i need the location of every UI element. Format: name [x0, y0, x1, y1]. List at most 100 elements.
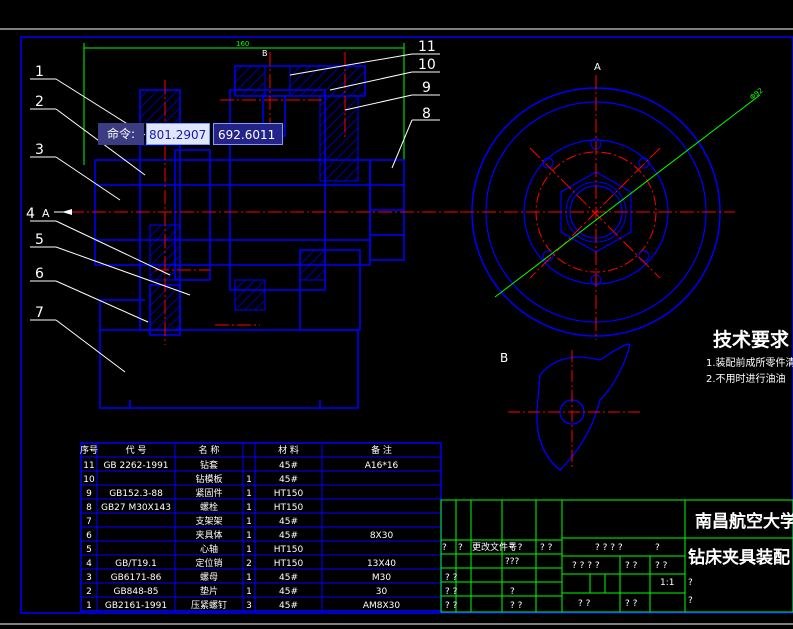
tb-qq-9: ? ?	[578, 599, 591, 609]
bom-cell-qty: 3	[246, 601, 252, 611]
bom-cell-name: 定位销	[195, 557, 222, 569]
bom-cell-material: 45#	[279, 517, 298, 527]
bom-cell-no: 4	[86, 559, 92, 569]
bom-cell-material: HT150	[274, 559, 304, 569]
bom-cell-material: 45#	[279, 601, 298, 611]
tech-requirements-title: 技术要求	[713, 328, 790, 351]
bom-cell-name: 螺栓	[200, 501, 218, 513]
diameter-leader	[494, 94, 761, 298]
bom-cell-material: 45#	[279, 587, 298, 597]
bom-cell-qty: 1	[246, 475, 252, 485]
bom-cell-no: 1	[86, 601, 92, 611]
tb-qq-7: ? ?	[625, 561, 638, 571]
tb-q-6: ?	[688, 596, 693, 606]
tb-qqq: ???	[505, 557, 520, 567]
callout-5: 5	[35, 232, 44, 248]
command-x-coordinate-input[interactable]: 801.2907	[146, 123, 210, 145]
section-label-a-left: A	[42, 207, 50, 220]
bom-cell-note: M30	[372, 573, 391, 583]
bom-cell-qty: 1	[246, 531, 252, 541]
dimension-160	[83, 43, 405, 165]
callout-8: 8	[422, 106, 431, 122]
tb-qq-8: ? ?	[655, 561, 668, 571]
bom-cell-material: HT150	[274, 545, 304, 555]
tb-qqqq-1: ? ? ? ?	[595, 543, 623, 553]
bom-cell-name: 压紧螺钉	[191, 600, 227, 611]
tb-qq-3: ? ?	[445, 573, 458, 583]
bom-cell-material: 45#	[279, 573, 298, 583]
bom-header-no: 序号	[80, 444, 98, 456]
title-block	[440, 499, 793, 613]
callout-2: 2	[35, 94, 44, 110]
dimension-width-text: 160	[236, 40, 249, 48]
view-a-center-lines	[460, 75, 735, 340]
bom-cell-qty: 2	[246, 559, 252, 569]
callout-9: 9	[422, 80, 431, 96]
drawing-title: 钻床夹具装配	[688, 547, 790, 568]
bom-cell-note: 30	[376, 587, 388, 597]
tb-q-2: ?	[458, 543, 463, 553]
bom-cell-no: 2	[86, 587, 92, 597]
callout-3: 3	[35, 142, 44, 158]
command-y-coordinate-input[interactable]: 692.6011	[213, 123, 283, 145]
bom-cell-name: 螺母	[200, 572, 218, 583]
leader-lines	[30, 53, 440, 373]
tb-qqqq-2: ? ? ? ?	[572, 561, 600, 571]
bom-cell-code: GB 2262-1991	[103, 461, 168, 471]
bom-cell-note: A16*16	[365, 461, 399, 471]
bom-cell-note: 8X30	[370, 531, 394, 541]
tech-requirement-1: 1.装配前成所零件清理	[706, 356, 793, 369]
view-b-detail	[536, 343, 631, 471]
tb-qq-4: ? ?	[445, 587, 458, 597]
bom-cell-note: AM8X30	[363, 601, 401, 611]
bom-cell-name: 夹具体	[195, 529, 222, 541]
bom-cell-no: 5	[86, 545, 92, 555]
bom-cell-code: GB152.3-88	[109, 489, 163, 499]
scale-text: 1:1	[660, 578, 674, 588]
tech-requirement-2: 2.不用时进行油油	[706, 372, 786, 385]
tb-qq-5: ? ?	[445, 601, 458, 611]
diameter-text: Φ92	[748, 87, 764, 102]
tb-qq-10: ? ?	[625, 599, 638, 609]
bom-cell-no: 9	[86, 489, 92, 499]
bom-cell-no: 6	[86, 531, 92, 541]
callout-10: 10	[418, 57, 436, 73]
bom-cell-material: 45#	[279, 531, 298, 541]
bom-cell-name: 垫片	[200, 585, 218, 597]
bom-cell-qty: 1	[246, 587, 252, 597]
bom-cell-code: GB848-85	[113, 587, 158, 597]
section-label-a-top: A	[594, 62, 601, 73]
tb-qq-6: ? ?	[510, 601, 523, 611]
bom-cell-name: 钻套	[200, 459, 218, 471]
bom-header-note: 备 注	[371, 444, 392, 456]
section-label-b-top: B	[262, 49, 268, 58]
callout-6: 6	[35, 266, 44, 282]
tb-q-3: ?	[510, 587, 515, 597]
bom-cell-no: 8	[86, 503, 92, 513]
bom-header-code: 代 号	[126, 445, 147, 456]
tb-qq-2: ? ?	[540, 543, 553, 553]
bom-cell-no: 7	[86, 517, 92, 527]
bom-cell-name: 心轴	[200, 543, 218, 555]
bom-cell-name: 钻模板	[195, 473, 222, 485]
bom-cell-qty: 1	[246, 517, 252, 527]
bom-cell-code: GB/T19.1	[115, 559, 157, 569]
bom-cell-qty: 1	[246, 489, 252, 499]
support-base	[99, 329, 359, 409]
bom-cell-material: HT150	[274, 503, 304, 513]
bom-cell-no: 10	[83, 475, 95, 485]
callout-7: 7	[35, 305, 44, 321]
callout-4: 4	[26, 206, 35, 222]
bom-cell-material: 45#	[279, 475, 298, 485]
bom-cell-no: 11	[83, 461, 94, 471]
bom-cell-qty: 1	[246, 503, 252, 513]
school-name: 南昌航空大学	[695, 511, 793, 532]
bom-cell-note: 13X40	[367, 559, 396, 569]
revision-label: 更改文件号	[472, 541, 517, 553]
tb-q-4: ?	[655, 543, 660, 553]
bom-cell-material: HT150	[274, 489, 304, 499]
drawing-frame	[20, 36, 793, 614]
bom-cell-name: 支架架	[195, 515, 222, 527]
